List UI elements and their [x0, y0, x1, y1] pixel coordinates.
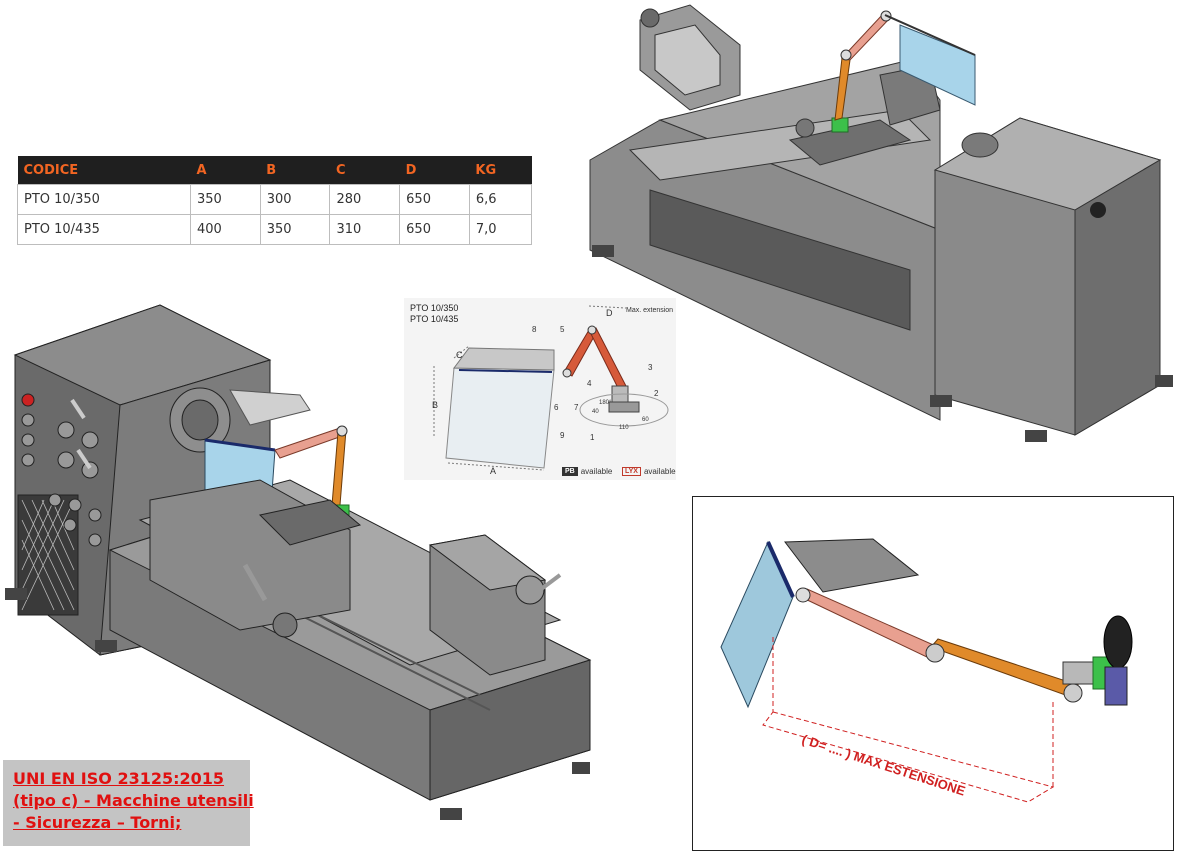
header-b: B: [260, 156, 330, 185]
part-5: 5: [560, 325, 565, 334]
lyx-logo: LYX: [622, 467, 641, 476]
angle-label: 180°: [599, 400, 612, 406]
lyx-available-text: available: [643, 467, 676, 476]
standard-line-2: (tipo c) - Macchine utensili: [13, 791, 254, 810]
part-9: 9: [560, 431, 565, 440]
header-codice: CODICE: [17, 156, 191, 185]
lathe-illustration-top: [589, 4, 1173, 442]
header-c: C: [329, 156, 400, 185]
dim-60-label: 60: [642, 417, 649, 423]
header-kg: KG: [469, 156, 532, 185]
arm-detail-drawing: ( D= .... ) MAX ESTENSIONE: [720, 538, 1133, 803]
part-6: 6: [554, 403, 559, 412]
standard-reference: UNI EN ISO 23125:2015 (tipo c) - Macchin…: [3, 760, 254, 846]
diagram-model-1: PTO 10/350: [410, 303, 459, 313]
header-a: A: [190, 156, 261, 185]
technical-diagram: PTO 10/350 PTO 10/435 B A C D Max. exten…: [404, 298, 676, 480]
standard-line-3: - Sicurezza – Torni;: [13, 813, 182, 832]
max-extension-detail: ( D= .... ) MAX ESTENSIONE: [692, 496, 1174, 851]
part-4: 4: [587, 379, 592, 388]
table-row: PTO 10/350 350 300 280 650 6,6: [17, 184, 533, 215]
table-cell: 300: [259, 184, 331, 215]
max-extension-label: Max. extension: [626, 307, 673, 314]
header-d: D: [399, 156, 470, 185]
diagram-model-2: PTO 10/435: [410, 314, 459, 324]
pb-available: PB available: [562, 467, 612, 476]
table-cell: 350: [190, 184, 261, 215]
table-cell: 650: [399, 214, 470, 245]
dim-a-label: B: [432, 400, 438, 410]
table-row: PTO 10/435 400 350 310 650 7,0: [17, 214, 533, 245]
pb-available-text: available: [580, 467, 613, 476]
part-1: 1: [590, 433, 595, 442]
table-cell: PTO 10/350: [17, 184, 191, 215]
dim-110-label: 110: [619, 425, 629, 431]
table-cell: PTO 10/435: [17, 214, 191, 245]
dim-b-label: A: [490, 466, 496, 476]
standard-line-1: UNI EN ISO 23125:2015: [13, 769, 225, 788]
dim-d-label: D: [606, 308, 613, 318]
lyx-available: LYX available: [622, 467, 676, 476]
part-7: 7: [574, 403, 579, 412]
part-2: 2: [654, 389, 659, 398]
spec-table: CODICE A B C D KG PTO 10/350 350 300 280…: [17, 156, 533, 245]
lathe-illustration-bottom: [5, 304, 592, 820]
pb-logo: PB: [562, 467, 578, 476]
dim-c-label: C: [456, 350, 463, 360]
table-cell: 280: [329, 184, 401, 215]
table-header-row: CODICE A B C D KG: [17, 156, 532, 185]
table-cell: 310: [329, 214, 401, 245]
part-8: 8: [532, 325, 537, 334]
dim-40-label: 40: [592, 409, 599, 415]
table-cell: 350: [259, 214, 331, 245]
diagram-drawing: B A C D Max. extension 1 2 3 4 5 6 7 8 9…: [432, 305, 673, 476]
table-cell: 400: [190, 214, 261, 245]
table-cell: 650: [399, 184, 470, 215]
table-cell: 7,0: [468, 214, 533, 245]
part-3: 3: [648, 363, 653, 372]
table-cell: 6,6: [468, 184, 533, 215]
